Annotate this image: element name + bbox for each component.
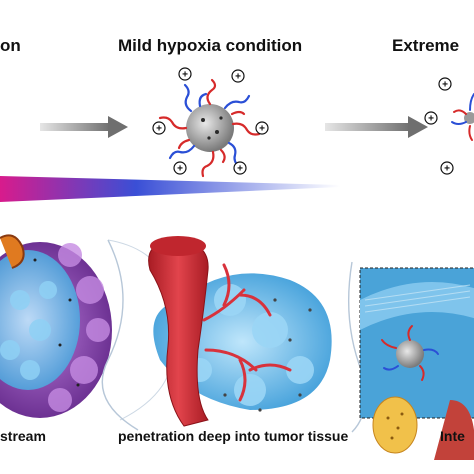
charge-marker: + xyxy=(438,77,452,91)
charge-marker: + xyxy=(173,161,187,175)
mild-hypoxia-label: Mild hypoxia condition xyxy=(118,36,303,55)
charge-marker: + xyxy=(233,161,247,175)
nanoparticle-extreme xyxy=(451,93,474,141)
panel-tumor-tissue xyxy=(148,236,332,427)
svg-text:+: + xyxy=(259,124,265,135)
svg-text:+: + xyxy=(444,164,450,175)
svg-text:+: + xyxy=(428,114,434,125)
right-arrow xyxy=(325,116,428,138)
bloodstream-caption: stream xyxy=(0,428,46,444)
charge-markers: + + + + + + + + + xyxy=(152,67,454,175)
charge-marker: + xyxy=(231,69,245,83)
svg-text:+: + xyxy=(235,72,241,83)
charge-marker: + xyxy=(178,67,192,81)
nanoparticle-mild xyxy=(158,78,261,178)
internalization-caption: Inte xyxy=(440,428,465,444)
charge-marker: + xyxy=(424,111,438,125)
panel-separator-left xyxy=(101,239,139,431)
panel-bloodstream xyxy=(0,234,112,418)
charge-marker: + xyxy=(255,121,269,135)
extreme-condition-label: Extreme xyxy=(392,36,460,55)
left-arrow xyxy=(40,116,128,138)
svg-text:+: + xyxy=(177,164,183,175)
svg-text:+: + xyxy=(156,124,162,135)
svg-text:+: + xyxy=(182,70,188,81)
penetration-caption: penetration deep into tumor tissue xyxy=(118,428,349,444)
svg-text:+: + xyxy=(442,80,448,91)
hypoxia-gradient-bar xyxy=(0,176,340,202)
charge-marker: + xyxy=(152,121,166,135)
panel-internalization xyxy=(359,267,474,460)
svg-text:+: + xyxy=(237,164,243,175)
charge-marker: + xyxy=(440,161,454,175)
left-condition-label: on xyxy=(0,36,21,55)
